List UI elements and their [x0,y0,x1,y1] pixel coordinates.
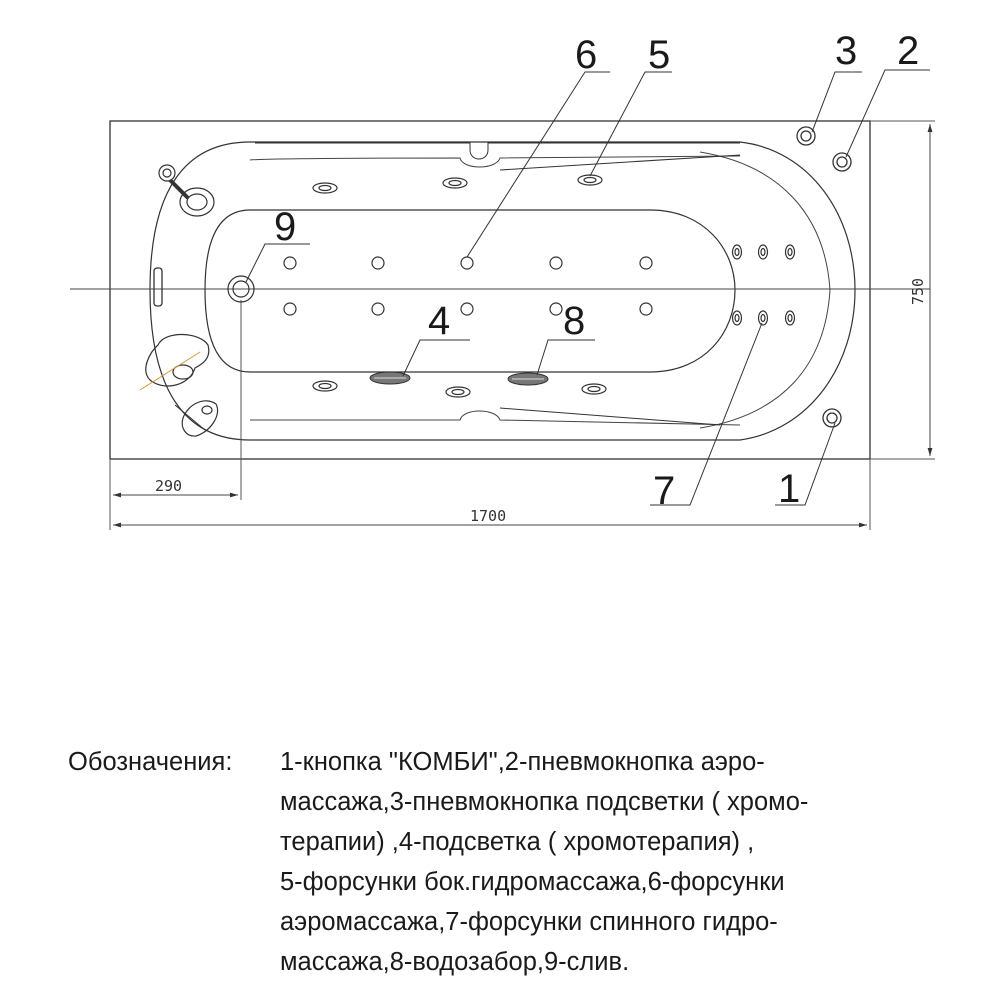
back-hydromassage-nozzles [731,244,796,326]
handle-hardware-top [158,164,215,217]
leader-lines [245,69,930,506]
side-hydromassage-nozzles [312,174,607,398]
pneumo-button-light [796,126,816,146]
legend-line: массажа,3-пневмокнопка подсветки ( хромо… [280,788,809,816]
callout-5: 5 [648,33,670,77]
button-combi [822,408,842,428]
callout-6: 6 [575,33,597,77]
aeromassage-nozzles [283,256,653,316]
callout-9: 9 [274,205,296,249]
dimension-length-label: 1700 [470,507,506,525]
callout-7: 7 [653,469,675,513]
legend-line: 5-форсунки бок.гидромассажа,6-форсунки [280,868,785,896]
callout-4: 4 [428,299,450,343]
dimension-width-label: 750 [909,278,927,305]
callout-1: 1 [778,467,800,511]
callout-2: 2 [897,29,919,73]
dimension-drain-label: 290 [155,477,182,495]
tub-backrest-curve [699,151,831,429]
tub-top-ledge [255,142,740,160]
callout-3: 3 [835,29,857,73]
tub-inner-bowl [204,209,736,373]
tub-deck-contour [149,141,856,441]
legend-line: массажа,8-водозабор,9-слив. [280,948,630,976]
drain [227,275,255,303]
tub-outer-rim [109,120,871,460]
tub-top-ledge-inner [249,155,741,168]
mixer-hardware-bottom [139,333,219,437]
legend-line: терапии) ,4-подсветка ( хромотерапия) , [280,828,755,856]
callout-8: 8 [563,299,585,343]
water-intake [507,372,549,386]
pneumo-button-aeromassage [832,152,852,172]
bathtub-technical-drawing: 750 1700 290 [70,29,935,530]
legend-line: аэромассажа,7-форсунки спинного гидро- [280,908,778,936]
legend-label: Обозначения: [68,748,233,776]
tub-bottom-ledge [250,410,741,426]
chromotherapy-light [369,371,411,385]
overflow-slot [153,267,163,307]
legend-line: 1-кнопка "КОМБИ",2-пневмокнопка аэро- [280,748,765,776]
